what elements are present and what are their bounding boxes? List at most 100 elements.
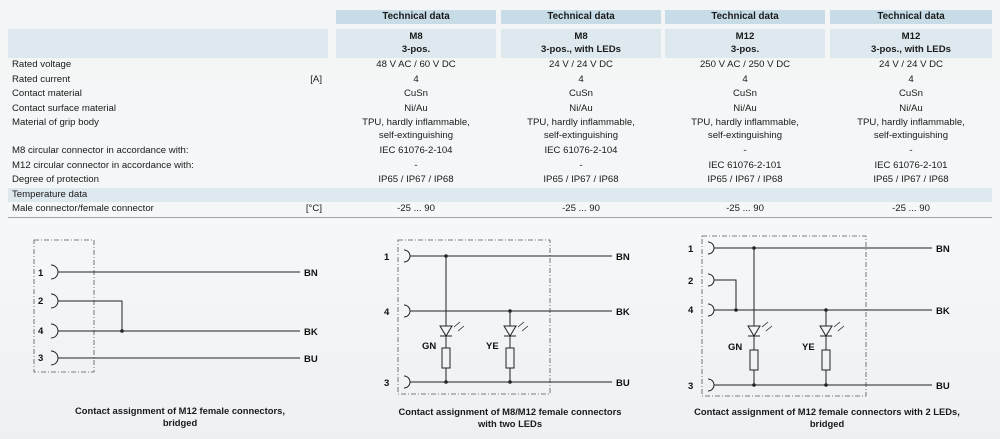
technical-data-table: Technical data Technical data Technical …	[8, 10, 992, 218]
junction-dot	[508, 309, 512, 313]
resistor-icon	[821, 349, 831, 371]
caption-line: Contact assignment of M8/M12 female conn…	[398, 406, 622, 417]
led-icon	[747, 321, 773, 337]
table-row: Material of grip body TPU, hardly inflam…	[8, 116, 992, 144]
column-title-variant: 3-pos.	[730, 43, 760, 55]
table-cell: Ni/Au	[899, 102, 923, 114]
table-cell: -25 ... 90	[336, 202, 496, 218]
junction-dot	[508, 380, 512, 384]
pin-socket-icon	[50, 323, 59, 339]
cell-line: self-extinguishing	[378, 130, 454, 141]
pin-socket-icon	[707, 303, 715, 317]
pin-label: 3	[384, 378, 389, 389]
wiring-diagram-two-leds-bridged: 1 2 4 3	[682, 232, 982, 402]
column-header: Technical data	[336, 10, 496, 24]
table-row: Rated voltage 48 V AC / 60 V DC 24 V / 2…	[8, 58, 992, 73]
table-cell: -25 ... 90	[665, 202, 825, 218]
table-cell: 250 V AC / 250 V DC	[699, 59, 791, 70]
column-title-type: M12	[901, 31, 921, 42]
table-row: M8 circular connector in accordance with…	[8, 144, 992, 159]
caption-line: bridged	[809, 417, 845, 429]
table-cell: CuSn	[404, 88, 428, 99]
column-header: Technical data	[830, 10, 992, 24]
row-label: Material of grip body	[12, 117, 99, 128]
table-cell: -	[743, 145, 747, 156]
table-row: Contact material CuSn CuSn CuSn CuSn	[8, 87, 992, 102]
table-cell: Ni/Au	[733, 102, 757, 114]
pin-label: 1	[688, 244, 694, 255]
table-cell: IEC 61076-2-101	[874, 159, 948, 171]
pin-socket-icon	[707, 241, 715, 255]
wiring-diagram-two-leds: 1 4 3	[380, 236, 660, 396]
column-title-type: M8	[574, 31, 588, 42]
junction-dot	[752, 383, 756, 387]
led-icon	[819, 321, 845, 337]
pin-socket-icon	[403, 375, 411, 389]
resistor-icon	[749, 349, 759, 371]
bridge-line	[58, 300, 123, 331]
resistor-icon	[505, 347, 515, 369]
row-label: Rated voltage	[12, 59, 72, 70]
column-title-variant: 3-pos.	[401, 43, 431, 55]
table-cell: CuSn	[569, 88, 593, 99]
table-row: Male connector/female connector [°C] -25…	[8, 202, 992, 218]
cell-line: self-extinguishing	[707, 130, 783, 141]
table-cell: TPU, hardly inflammable,self-extinguishi…	[336, 116, 496, 144]
table-cell: -	[909, 145, 913, 156]
row-label: M12 circular connector in accordance wit…	[12, 159, 194, 171]
table-cell: 48 V AC / 60 V DC	[376, 59, 456, 70]
cell-line: TPU, hardly inflammable,	[857, 117, 965, 128]
table-row: Degree of protection IP65 / IP67 / IP68 …	[8, 173, 992, 188]
resistor-icon	[441, 347, 451, 369]
table-cell: IP65 / IP67 / IP68	[873, 174, 949, 185]
table-cell: TPU, hardly inflammable,self-extinguishi…	[501, 116, 661, 144]
cell-line: self-extinguishing	[873, 130, 949, 141]
table-cell: 24 V / 24 V DC	[879, 59, 943, 70]
wire-label: BU	[304, 354, 318, 365]
table-cell: 4	[413, 73, 419, 85]
table-cell: 4	[908, 73, 914, 85]
connector-housing-outline	[701, 235, 867, 397]
table-cell: IP65 / IP67 / IP68	[707, 174, 783, 185]
wire-label: BK	[616, 307, 630, 318]
cell-line: TPU, hardly inflammable,	[691, 117, 799, 128]
row-label: Degree of protection	[12, 174, 99, 185]
table-cell: 24 V / 24 V DC	[549, 59, 613, 70]
junction-dot	[734, 308, 738, 312]
pin-label: 1	[384, 252, 390, 263]
wiring-diagram-2-svg: 1 4 3	[384, 239, 630, 395]
caption-line: bridged	[162, 416, 198, 428]
row-label: M8 circular connector in accordance with…	[12, 145, 189, 156]
wire-label: BN	[616, 252, 630, 263]
pin-socket-icon	[707, 378, 715, 392]
section-label: Temperature data	[12, 188, 88, 200]
column-title-variant: 3-pos., with LEDs	[871, 43, 951, 55]
row-label: Contact surface material	[12, 102, 116, 114]
table-header-row: Technical data Technical data Technical …	[8, 10, 992, 24]
row-label: Contact material	[12, 88, 82, 99]
pin-socket-icon	[403, 249, 411, 263]
table-cell: -	[414, 159, 418, 171]
wire-label: BN	[936, 244, 950, 255]
led-color-label: YE	[802, 342, 815, 353]
wire-label: BU	[936, 381, 950, 392]
table-cell: CuSn	[899, 88, 923, 99]
diagram-caption: Contact assignment of M12 female connect…	[662, 406, 992, 429]
led-color-label: GN	[728, 342, 742, 353]
cell-line: self-extinguishing	[543, 130, 619, 141]
pin-socket-icon	[50, 293, 59, 309]
pin-label: 4	[384, 307, 390, 318]
led-icon	[503, 321, 529, 337]
table-cell: IP65 / IP67 / IP68	[543, 174, 619, 185]
table-cell: Ni/Au	[404, 102, 428, 114]
caption-line: with two LEDs	[477, 417, 543, 429]
junction-dot	[120, 329, 124, 333]
pin-socket-icon	[707, 273, 715, 287]
pin-socket-icon	[50, 350, 59, 366]
table-cell: IEC 61076-2-104	[379, 145, 453, 156]
wire-label: BN	[304, 268, 318, 279]
table-section-row: Temperature data	[8, 187, 992, 202]
table-cell: Ni/Au	[569, 102, 593, 114]
